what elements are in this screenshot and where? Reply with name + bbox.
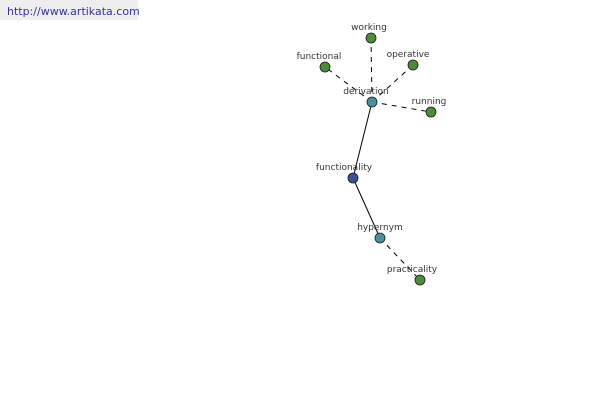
source-link[interactable]: http://www.artikata.com [7, 5, 140, 18]
nodes-layer [319, 32, 437, 286]
node-working[interactable] [365, 32, 377, 44]
node-derivation[interactable] [366, 96, 378, 108]
source-banner: http://www.artikata.com [0, 0, 140, 20]
node-label-derivation: derivation [343, 87, 389, 97]
node-functional[interactable] [319, 61, 331, 73]
node-practicality[interactable] [414, 274, 426, 286]
edge-functionality-derivation [352, 101, 373, 179]
node-hypernym[interactable] [374, 232, 386, 244]
node-label-working: working [351, 23, 387, 33]
labels-layer: functionality derivation hypernym working fu… [297, 23, 447, 275]
node-label-practicality: practicality [387, 265, 438, 275]
node-label-functionality: functionality [316, 163, 373, 173]
edges-layer [324, 37, 432, 281]
edge-functionality-hypernym [352, 177, 381, 239]
node-operative[interactable] [407, 59, 419, 71]
node-functionality[interactable] [347, 172, 359, 184]
node-label-operative: operative [387, 50, 430, 60]
edge-derivation-working [370, 37, 373, 103]
node-label-running: running [412, 97, 447, 107]
node-label-hypernym: hypernym [357, 223, 403, 233]
node-running[interactable] [425, 106, 437, 118]
node-label-functional: functional [297, 52, 342, 62]
